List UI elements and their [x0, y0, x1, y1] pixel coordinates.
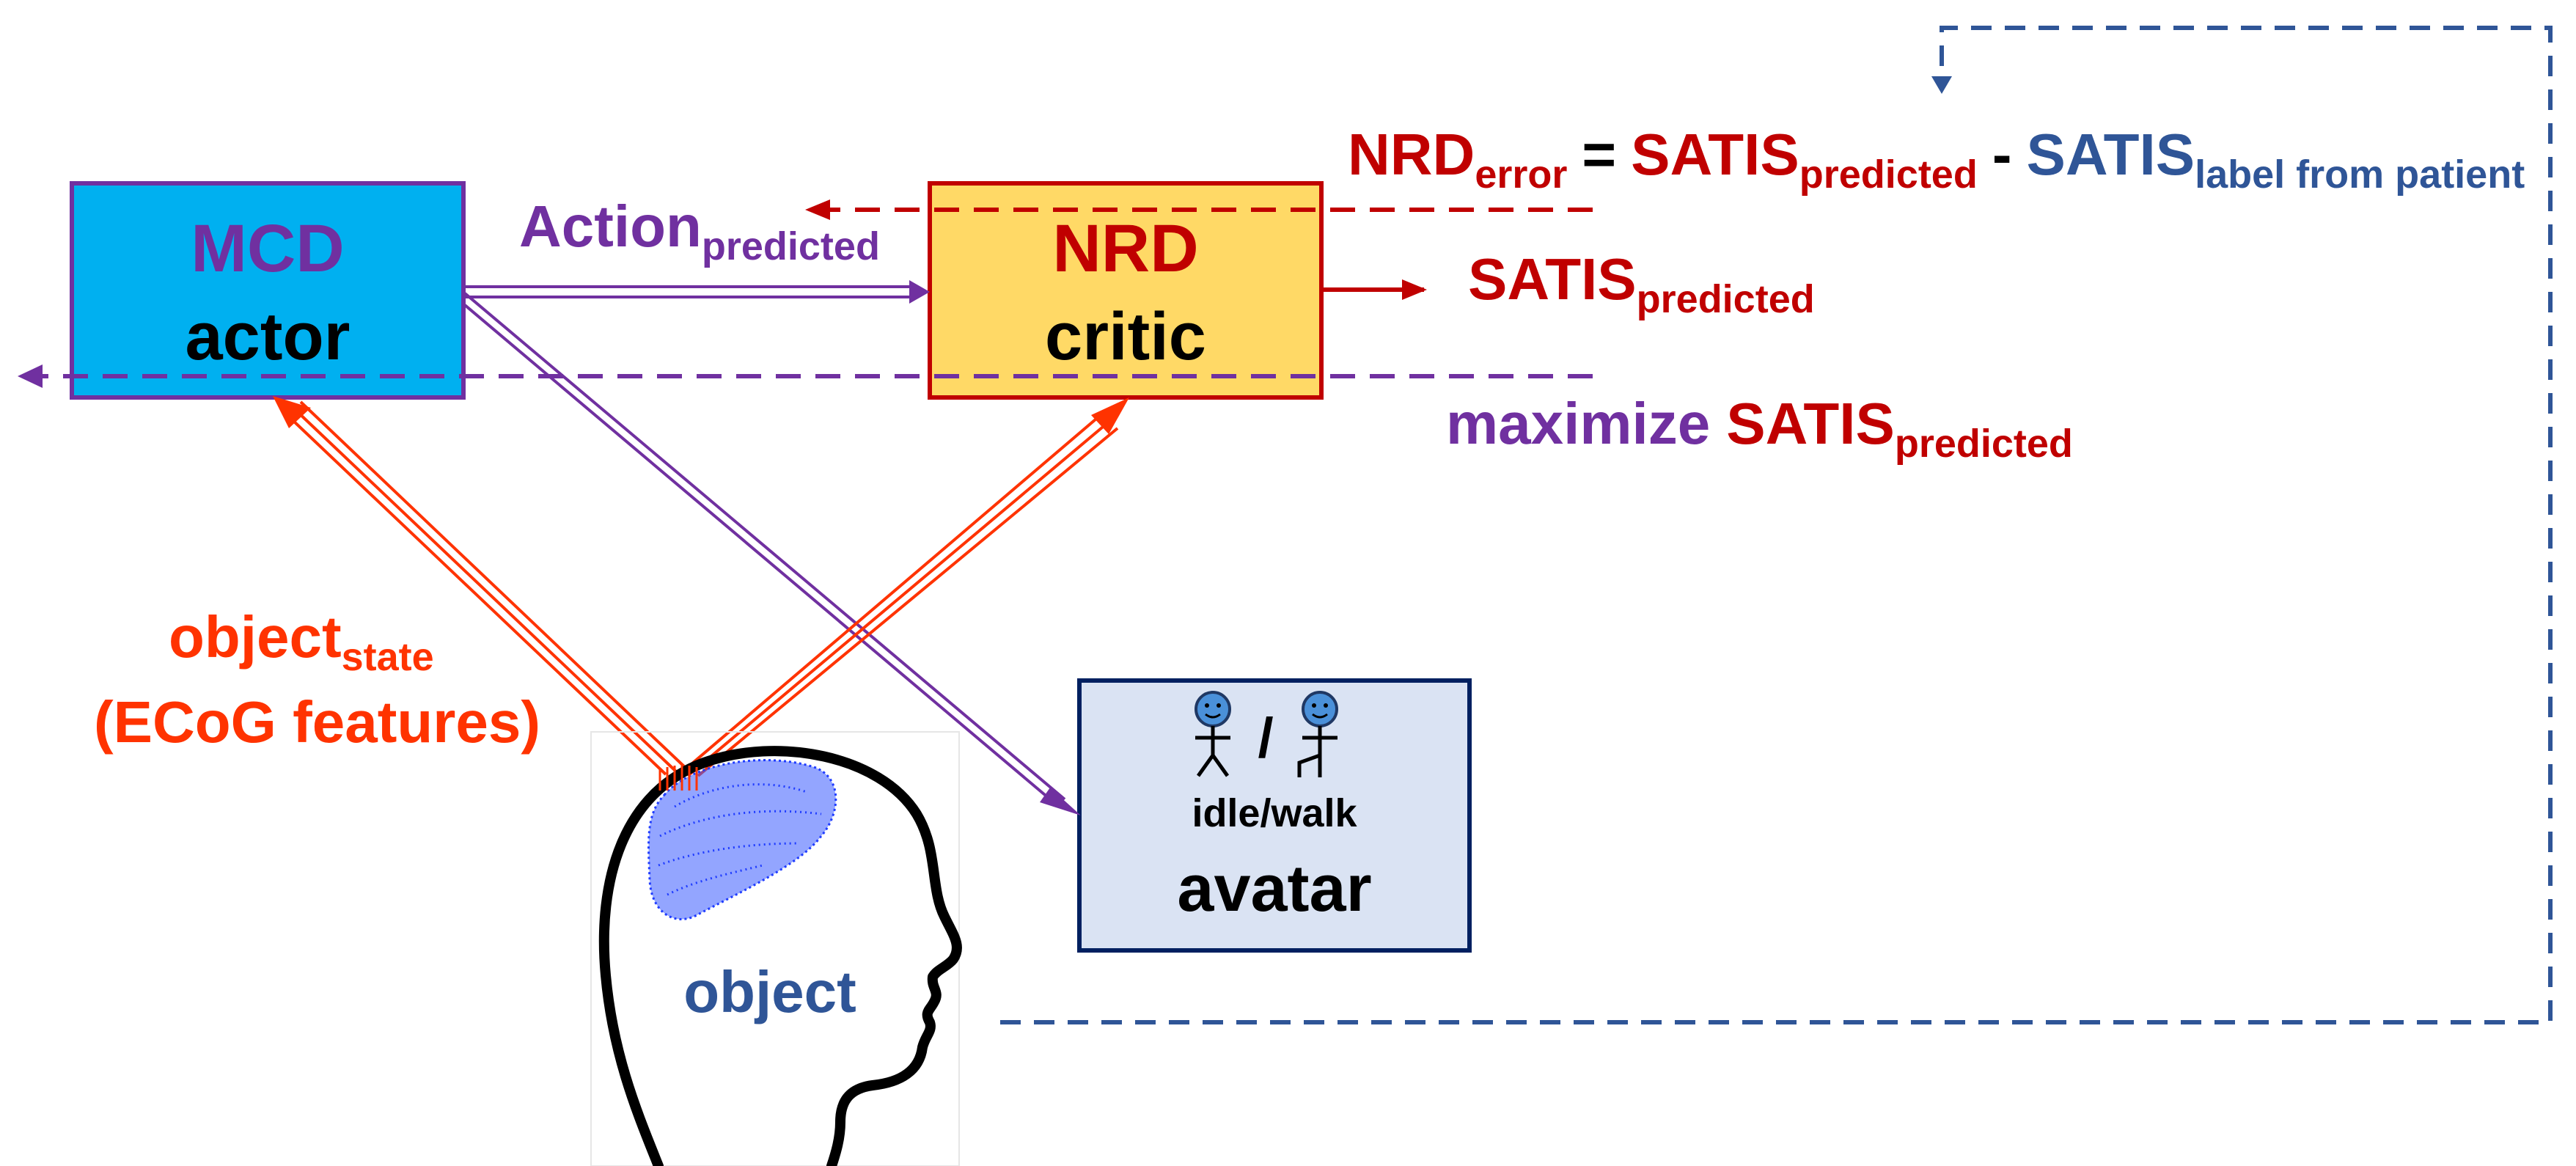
actor-box [70, 181, 466, 400]
critic-subtitle: critic [1045, 299, 1206, 374]
patient-feedback-dashed-arrow [1000, 26, 2553, 1024]
avatar-label: avatar [1177, 852, 1371, 925]
maximize-word: maximize [1446, 391, 1710, 456]
avatar-states: idle/walk [1192, 791, 1357, 835]
satis-label-main: SATIS [2026, 122, 2195, 187]
critic-title: NRD [1052, 211, 1198, 286]
nrd-error-sub: error [1475, 153, 1567, 197]
person-idle-icon [1195, 691, 1231, 777]
error-dashed-arrow [805, 199, 1593, 220]
avatar-box [1077, 678, 1472, 953]
object-state-label: objectstate [169, 604, 434, 679]
head-object-label: object [683, 959, 856, 1024]
maximize-satis-sub: predicted [1895, 422, 2073, 466]
object-state-main: object [169, 604, 342, 670]
critic-box [928, 181, 1324, 400]
action-sub: predicted [702, 224, 880, 268]
actor-title: MCD [191, 211, 345, 286]
satis-output-main: SATIS [1468, 246, 1637, 312]
satis-pred-main: SATIS [1631, 122, 1799, 187]
state-to-critic-arrow [676, 397, 1129, 777]
ecog-features-label: (ECoG features) [94, 689, 540, 755]
state-to-actor-arrow [273, 396, 688, 776]
action-predicted-label: Actionpredicted [519, 194, 880, 268]
maximize-dashed-arrow [18, 364, 1593, 388]
satis-label-sub: label from patient [2195, 153, 2525, 197]
satis-output-label: SATISpredicted [1468, 246, 1815, 321]
equals-sign: = [1582, 122, 1616, 187]
satis-pred-sub: predicted [1799, 153, 1978, 197]
action-main: Action [519, 194, 702, 259]
satis-output-sub: predicted [1637, 277, 1815, 321]
actor-to-avatar-arrow [463, 292, 1081, 815]
minus-sign: - [1992, 122, 2012, 187]
person-walk-icon [1297, 691, 1338, 777]
avatar-separator: / [1258, 707, 1273, 769]
brain-region [647, 759, 837, 920]
action-arrow [465, 280, 930, 304]
head-outline [598, 746, 962, 1166]
error-equation: NRDerror=SATISpredicted-SATISlabel from … [1348, 122, 2525, 197]
nrd-error-main: NRD [1348, 122, 1475, 187]
object-state-sub: state [342, 635, 434, 679]
maximize-satis-main: SATIS [1726, 391, 1895, 456]
actor-subtitle: actor [186, 299, 351, 374]
